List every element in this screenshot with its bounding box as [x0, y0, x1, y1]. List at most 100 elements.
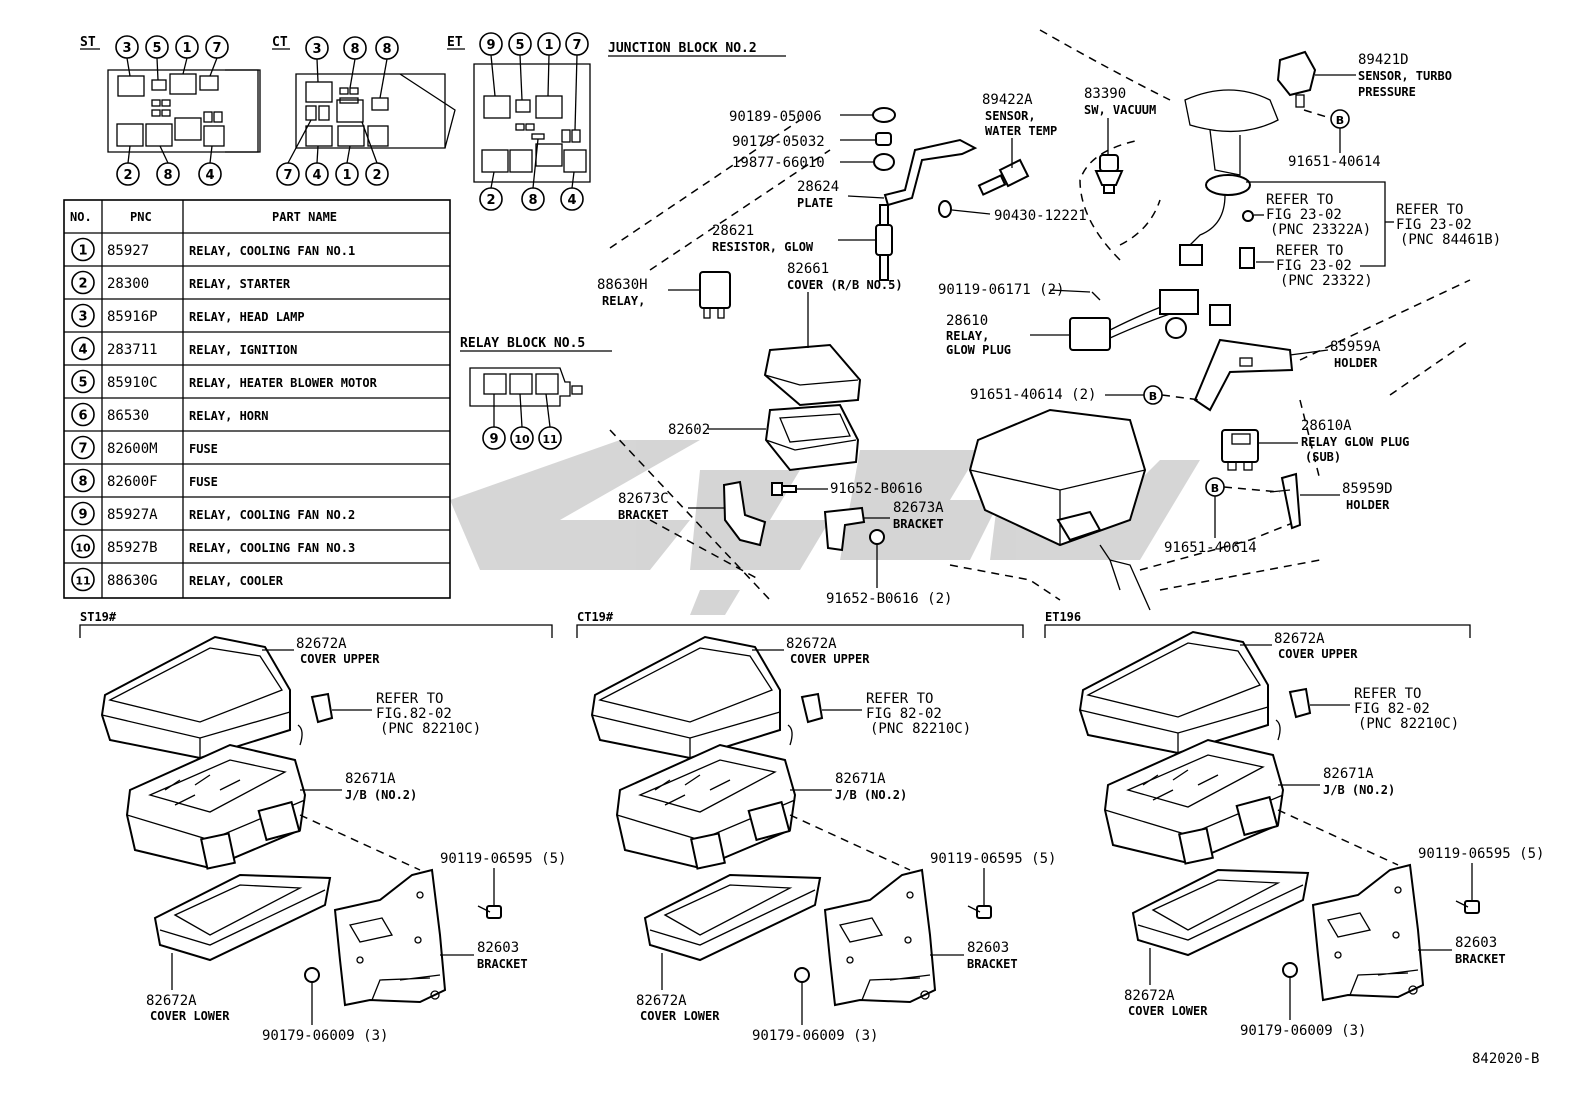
label-sensor-turbo: SENSOR, TURBO	[1358, 69, 1452, 83]
body-outline	[609, 29, 1471, 601]
label-82602: 82602	[668, 422, 710, 438]
row-number: 4	[78, 343, 87, 358]
svg-text:3: 3	[312, 42, 321, 57]
label-19877: 19877-66010	[732, 155, 825, 171]
svg-text:7: 7	[212, 41, 221, 56]
svg-text:2: 2	[372, 168, 381, 183]
label-83390: 83390	[1084, 86, 1126, 102]
label-water-temp: WATER TEMP	[985, 124, 1057, 138]
row-number: 6	[78, 409, 87, 424]
label-refer: REFER TO	[866, 691, 933, 707]
svg-text:5: 5	[152, 41, 161, 56]
svg-text:9: 9	[489, 432, 498, 447]
label-plate: PLATE	[797, 196, 833, 210]
label-nut: 90179-06009 (3)	[752, 1028, 878, 1044]
label-nut: 90179-06009 (3)	[1240, 1023, 1366, 1039]
label-cover-lower-pnc: 82672A	[146, 993, 197, 1009]
label-refer: REFER TO	[376, 691, 443, 707]
label-refer3a: REFER TO	[1276, 243, 1343, 259]
label-jb-pnc: 82671A	[1323, 766, 1374, 782]
svg-text:10: 10	[514, 433, 530, 446]
row-part-name: RELAY, COOLING FAN NO.1	[189, 244, 355, 258]
label-cover-upper: COVER UPPER	[790, 652, 870, 666]
label-85959a: 85959A	[1330, 339, 1381, 355]
table-row: 4 283711 RELAY, IGNITION	[71, 336, 297, 361]
svg-text:B: B	[1149, 390, 1157, 403]
label-cover-lower-pnc: 82672A	[1124, 988, 1175, 1004]
row-pnc: 85927B	[107, 540, 158, 556]
variant-et-label: ET	[447, 35, 463, 50]
vacuum-switch-part	[1094, 154, 1124, 194]
label-28621: 28621	[712, 223, 754, 239]
label-bracket-1: BRACKET	[618, 508, 669, 522]
svg-text:5: 5	[515, 38, 524, 53]
et-relay-layout	[473, 63, 591, 183]
row-part-name: RELAY, COOLING FAN NO.3	[189, 541, 355, 555]
label-85959d: 85959D	[1342, 481, 1393, 497]
water-temp-sensor-part	[938, 158, 1030, 218]
relay-88630h-part	[699, 271, 731, 319]
label-jb: J/B (NO.2)	[835, 788, 907, 802]
section-model-label: ST19#	[80, 610, 117, 624]
label-jb-pnc: 82671A	[345, 771, 396, 787]
row-pnc: 283711	[107, 342, 158, 358]
svg-text:4: 4	[567, 193, 576, 208]
label-82661: 82661	[787, 261, 829, 277]
row-part-name: RELAY, HORN	[189, 409, 268, 423]
label-90179-05032: 90179-05032	[732, 134, 825, 150]
label-refer1b: FIG 23-02	[1266, 207, 1342, 223]
label-cover-lower: COVER LOWER	[1128, 1004, 1208, 1018]
row-number: 3	[78, 310, 87, 325]
row-part-name: RELAY, IGNITION	[189, 343, 297, 357]
row-pnc: 86530	[107, 408, 149, 424]
row-pnc: 82600F	[107, 474, 158, 490]
label-cover-upper: COVER UPPER	[1278, 647, 1358, 661]
row-pnc: 85910C	[107, 375, 158, 391]
st-bottom-callouts: 2 8 4	[116, 145, 222, 186]
label-cover-upper-pnc: 82672A	[1274, 631, 1325, 647]
row-part-name: FUSE	[189, 475, 218, 489]
svg-text:9: 9	[486, 38, 495, 53]
svg-text:3: 3	[122, 41, 131, 56]
svg-text:2: 2	[486, 193, 495, 208]
label-91652-b: 91652-B0616 (2)	[826, 591, 952, 607]
svg-text:1: 1	[544, 38, 553, 53]
label-pressure: PRESSURE	[1358, 85, 1416, 99]
label-holder-2: HOLDER	[1346, 498, 1390, 512]
plate-part	[883, 138, 978, 207]
svg-text:11: 11	[542, 433, 557, 446]
variant-st-label: ST	[80, 35, 96, 50]
fuse-box-assembly	[968, 408, 1151, 611]
figure-id: 842020-B	[1472, 1051, 1539, 1067]
bracket-82673a-part	[823, 506, 885, 552]
label-90430: 90430-12221	[994, 208, 1087, 224]
et-bottom-callouts: 2 8 4	[479, 138, 584, 211]
row-part-name: RELAY, HEAD LAMP	[189, 310, 305, 324]
holder-85959d-part	[1269, 472, 1302, 530]
label-holder-1: HOLDER	[1334, 356, 1378, 370]
row-pnc: 88630G	[107, 573, 158, 589]
row-number: 5	[78, 376, 87, 391]
label-bolt: 90119-06595 (5)	[440, 851, 566, 867]
label-jb: J/B (NO.2)	[345, 788, 417, 802]
section-model-label: CT19#	[577, 610, 614, 624]
table-header-no: NO.	[70, 210, 92, 224]
label-sw-vacuum: SW, VACUUM	[1084, 103, 1156, 117]
label-cover-upper-pnc: 82672A	[296, 636, 347, 652]
label-refer1a: REFER TO	[1266, 192, 1333, 208]
svg-text:7: 7	[283, 168, 292, 183]
label-bracket-pnc: 82603	[967, 940, 1009, 956]
label-82673a: 82673A	[893, 500, 944, 516]
row-part-name: RELAY, STARTER	[189, 277, 291, 291]
glow-plug-relay-part	[1069, 289, 1231, 351]
relay-block-5: 9 10 11	[469, 367, 583, 450]
row-number: 2	[78, 277, 87, 292]
row-pnc: 28300	[107, 276, 149, 292]
